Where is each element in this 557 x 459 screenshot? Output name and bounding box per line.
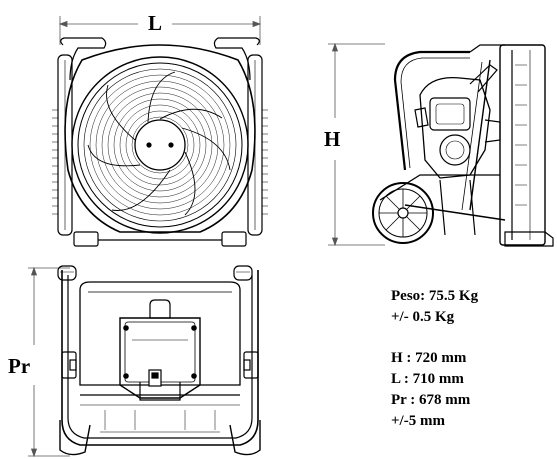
height-label: H	[324, 127, 341, 151]
width-dimension-line	[58, 16, 262, 45]
width-label: L	[148, 11, 163, 35]
fan-top-view	[57, 265, 261, 456]
specifications: Peso: 75.5 Kg +/- 0.5 Kg	[391, 286, 478, 328]
depth-dimension-line	[28, 266, 70, 458]
dimension-tolerance: +/-5 mm	[391, 413, 445, 429]
height-dimension-line	[328, 42, 385, 247]
depth-label: Pr	[8, 354, 31, 378]
dimensions-list: H : 720 mm L : 710 mm Pr : 678 mm +/-5 m…	[391, 348, 470, 432]
depth-value: Pr : 678 mm	[391, 392, 471, 408]
width-value: L : 710 mm	[391, 371, 464, 387]
height-value: H : 720 mm	[391, 350, 467, 366]
weight-tolerance-text: +/- 0.5 Kg	[391, 309, 455, 325]
weight-text: Peso: 75.5 Kg	[391, 288, 479, 304]
fan-front-view	[52, 37, 268, 247]
fan-side-view	[372, 44, 554, 247]
